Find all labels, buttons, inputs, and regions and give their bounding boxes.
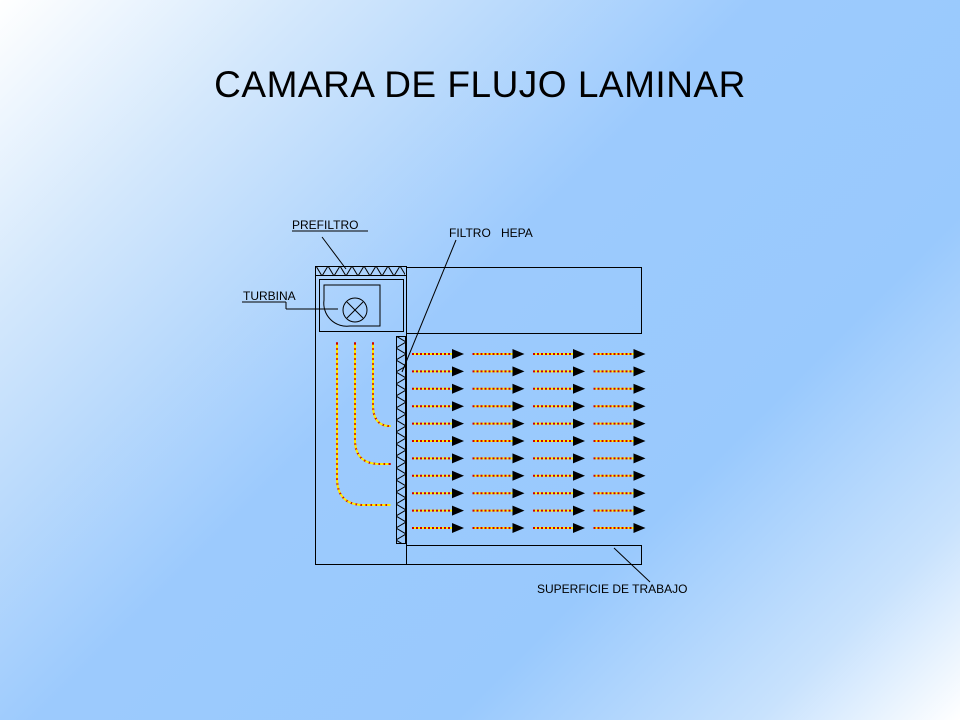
flow-arrow (533, 488, 585, 499)
flow-arrow (593, 349, 646, 359)
flow-arrow (472, 383, 525, 394)
flow-arrow (533, 523, 585, 533)
flow-arrow (533, 401, 585, 412)
flow-arrow (472, 505, 525, 516)
flow-arrow (533, 436, 585, 446)
flow-arrow (412, 453, 464, 464)
work-surface (406, 545, 642, 565)
flow-arrow (412, 470, 464, 481)
cabinet-outline (315, 266, 642, 565)
laminar-flow-arrows (412, 349, 646, 533)
flow-arrow (593, 436, 646, 446)
turbine-scroll (323, 284, 381, 327)
flow-arrow (412, 488, 464, 499)
flow-arrow (472, 488, 525, 499)
flow-arrow (593, 470, 646, 481)
flow-arrow (412, 366, 464, 377)
flow-arrow (412, 418, 464, 429)
flow-arrow (593, 418, 646, 429)
fan-icon (342, 297, 368, 323)
cabinet-left-column (315, 266, 407, 565)
prefilter-element (316, 266, 405, 276)
label-turbina: TURBINA (243, 289, 296, 303)
flow-arrow (593, 383, 646, 394)
flow-arrow (533, 366, 585, 377)
flow-arrow (412, 436, 464, 446)
flow-arrow (593, 488, 646, 499)
flow-arrow (533, 453, 585, 464)
flow-arrow (472, 436, 525, 446)
flow-arrow (593, 453, 646, 464)
label-filtro: FILTRO (449, 226, 491, 240)
flow-arrow (593, 523, 646, 533)
flow-arrow (533, 383, 585, 394)
hepa-leader (401, 239, 457, 373)
flow-arrow (593, 505, 646, 516)
slide-title: CAMARA DE FLUJO LAMINAR (214, 64, 746, 105)
flow-arrow (412, 383, 464, 394)
flow-arrow (533, 505, 585, 516)
flow-arrow (472, 523, 525, 533)
flow-arrow (472, 401, 525, 412)
flow-arrow (412, 401, 464, 412)
flow-arrow (533, 470, 585, 481)
label-superficie: SUPERFICIE DE TRABAJO (537, 582, 687, 596)
label-hepa: HEPA (501, 226, 533, 240)
flow-arrow (472, 349, 525, 359)
flow-arrow (593, 401, 646, 412)
flow-arrow (472, 470, 525, 481)
label-prefiltro: PREFILTRO (292, 218, 358, 232)
flow-arrow (472, 453, 525, 464)
flow-arrow (533, 349, 585, 359)
flow-arrow (472, 366, 525, 377)
flow-arrow (472, 418, 525, 429)
turbine-housing (319, 279, 404, 332)
flow-arrow (593, 366, 646, 377)
top-plenum (406, 267, 642, 334)
superficie-leader (613, 547, 651, 583)
prefiltro-leader (321, 236, 347, 270)
leader-lines (242, 230, 651, 583)
flow-arrow (412, 505, 464, 516)
flow-arrow (412, 349, 464, 359)
hepa-filter-element (396, 336, 406, 544)
flow-arrow (412, 523, 464, 533)
recirculation-flow (336, 342, 391, 506)
turbine-box (319, 279, 404, 332)
flow-arrow (533, 418, 585, 429)
